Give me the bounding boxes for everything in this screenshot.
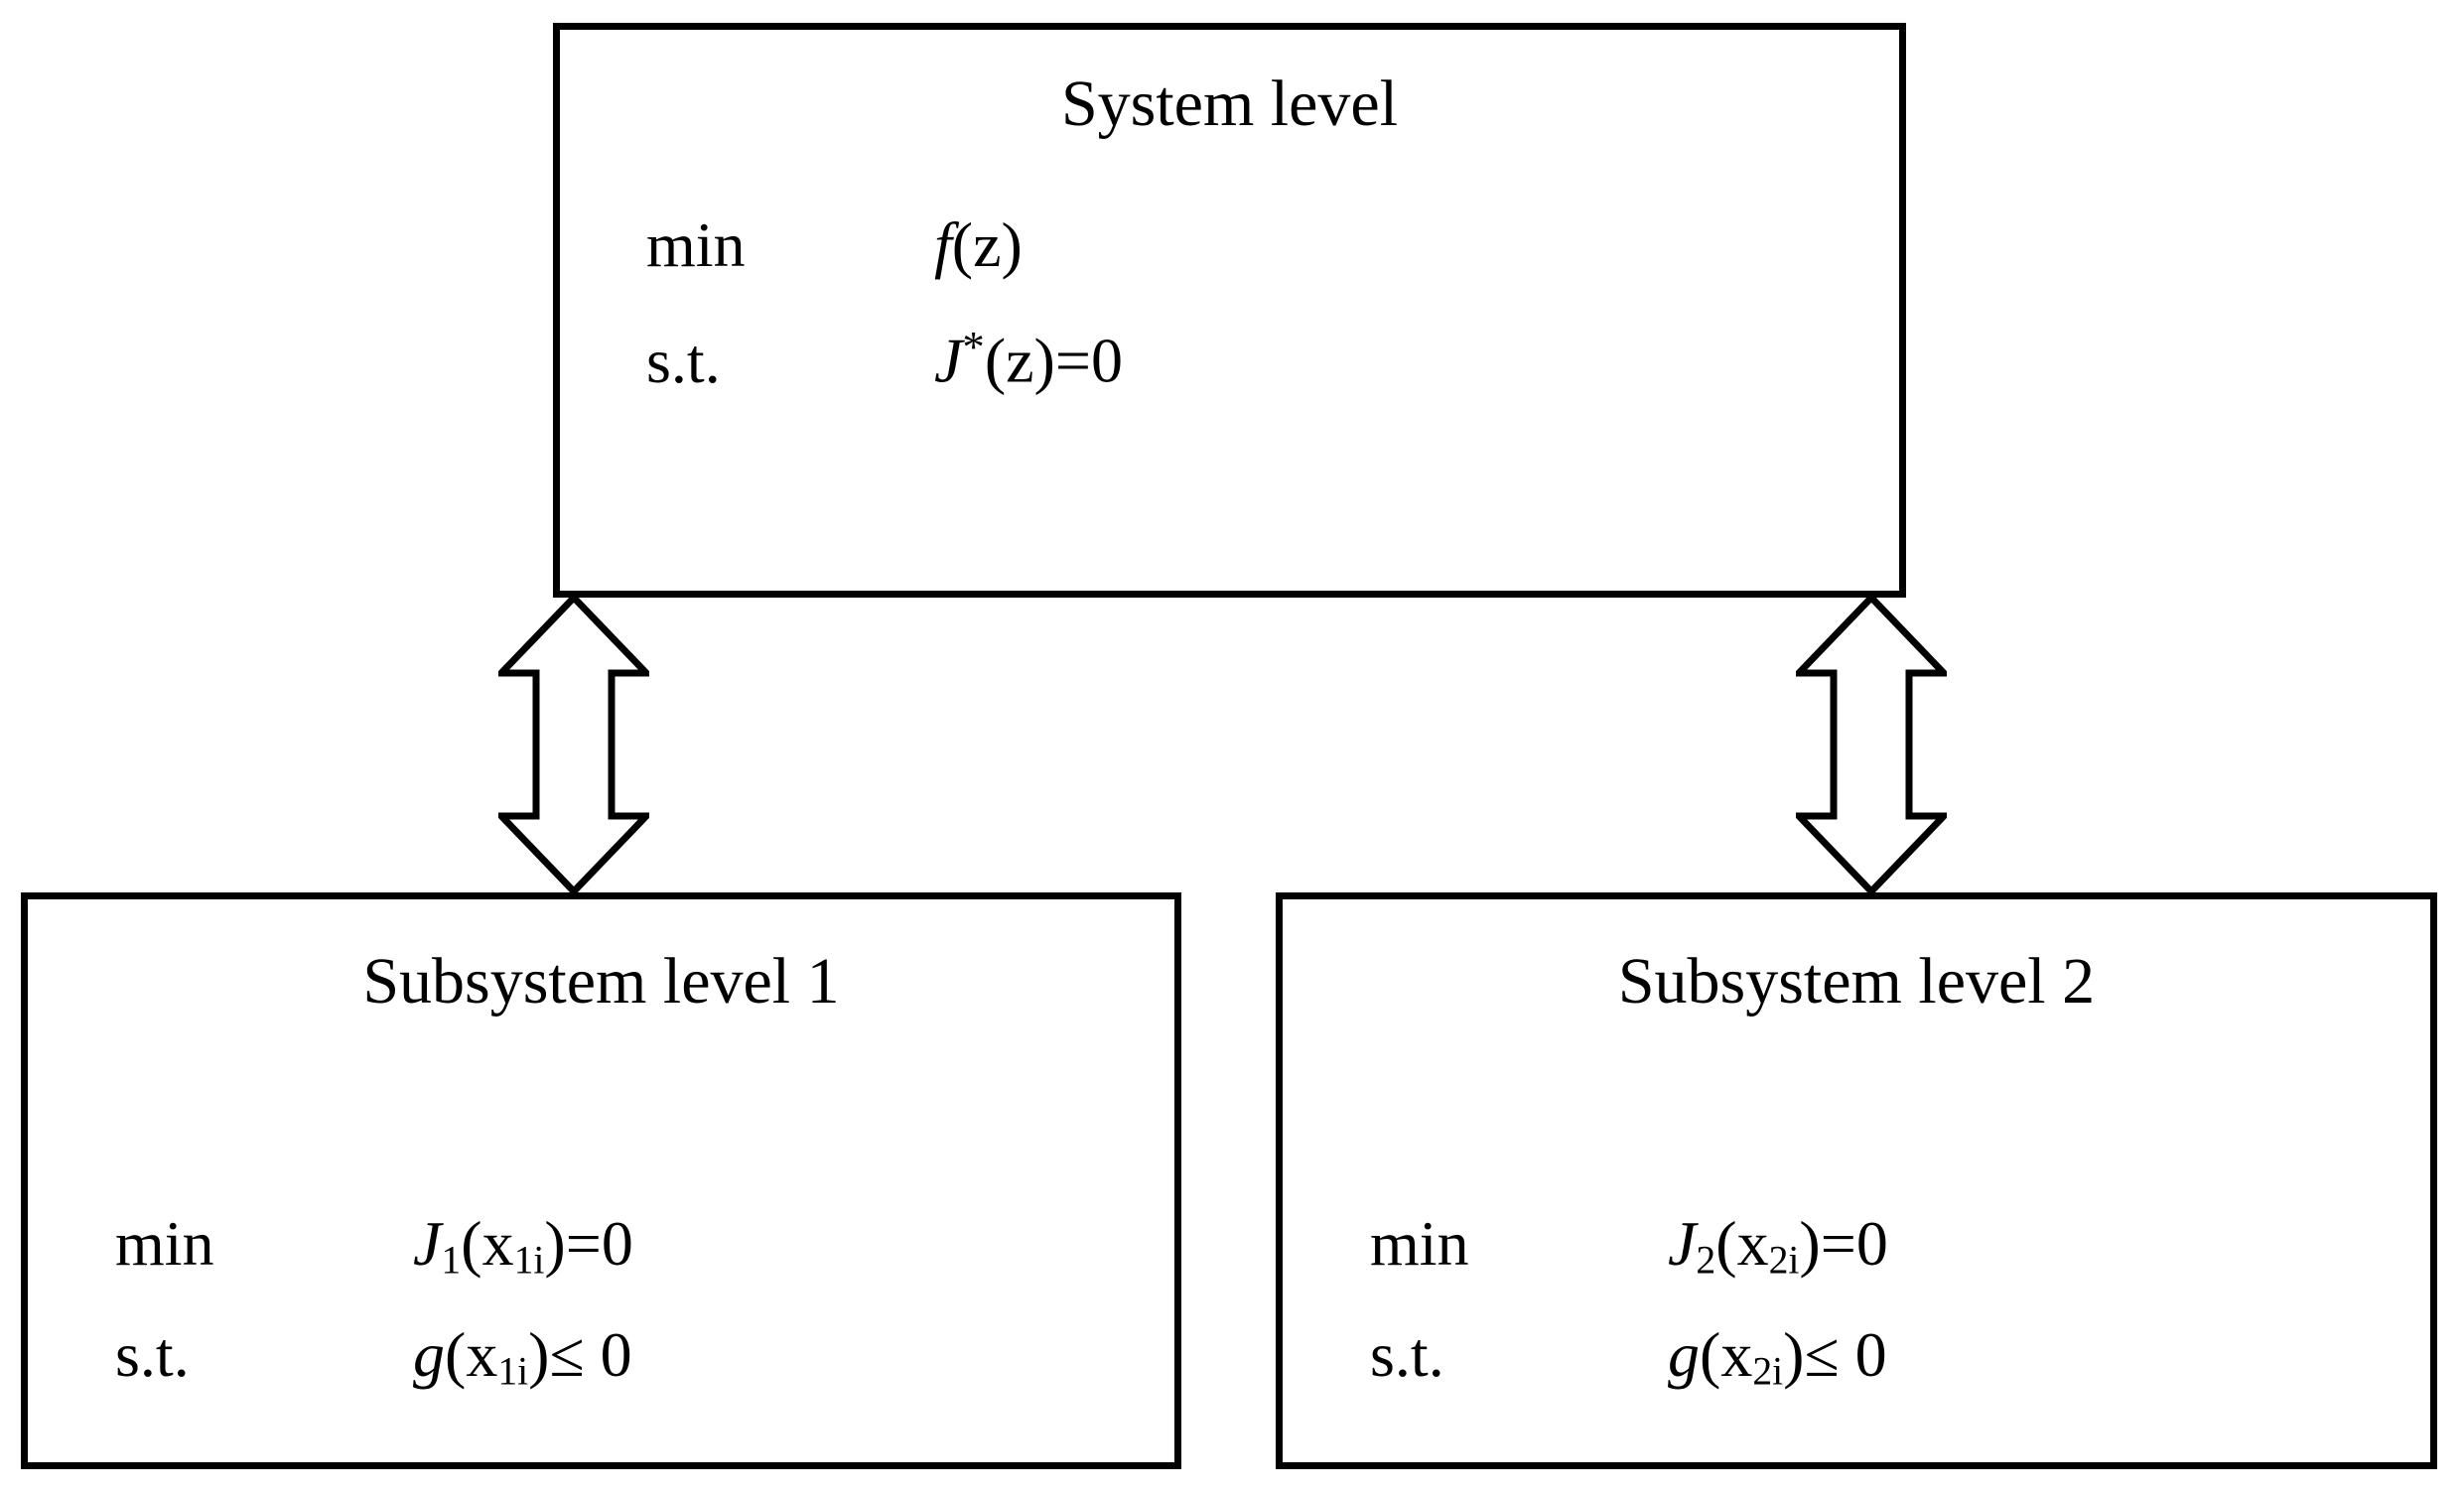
- subsystem-level-1-box: Subsystem level 1 min J1(x1i)=0 s.t. g(x…: [21, 892, 1181, 1469]
- constraint-function-symbol: J: [934, 325, 963, 396]
- subsystem2-constraint-var-subscript: 2i: [1752, 1349, 1784, 1394]
- subsystem1-constraint-expression: g(x1i)≤ 0: [413, 1323, 632, 1392]
- system-st-row: s.t. J*(z)=0: [646, 325, 1123, 436]
- subsystem2-objective-expression: J2(x2i)=0: [1668, 1212, 1888, 1281]
- system-min-label: min: [646, 209, 746, 280]
- subsystem2-min-row: min J2(x2i)=0: [1370, 1212, 1888, 1323]
- subsystem2-constraint-open: (x: [1700, 1319, 1753, 1390]
- constraint-argument: (z)=0: [984, 325, 1123, 396]
- subsystem1-st-row: s.t. g(x1i)≤ 0: [115, 1323, 633, 1434]
- subsystem1-objective-subscript: 1: [441, 1238, 462, 1283]
- subsystem1-min-row: min J1(x1i)=0: [115, 1212, 633, 1323]
- system-constraint-expression: J*(z)=0: [934, 325, 1123, 393]
- subsystem1-min-label: min: [115, 1208, 214, 1279]
- subsystem1-objective-expression: J1(x1i)=0: [413, 1212, 633, 1281]
- subsystem-level-2-equations: min J2(x2i)=0 s.t. g(x2i)≤ 0: [1370, 1212, 1888, 1434]
- subsystem1-constraint-close: )≤ 0: [528, 1319, 632, 1390]
- system-min-row: min f(z): [646, 213, 1123, 325]
- subsystem1-objective-open: (x: [461, 1208, 514, 1279]
- subsystem2-constraint-symbol: g: [1668, 1319, 1700, 1390]
- subsystem2-objective-symbol: J: [1668, 1208, 1697, 1279]
- subsystem2-min-label: min: [1370, 1208, 1469, 1279]
- subsystem2-objective-open: (x: [1715, 1208, 1769, 1279]
- subsystem-level-1-equations: min J1(x1i)=0 s.t. g(x1i)≤ 0: [115, 1212, 633, 1434]
- subsystem2-objective-close: )=0: [1799, 1208, 1888, 1279]
- subsystem2-st-row: s.t. g(x2i)≤ 0: [1370, 1323, 1888, 1434]
- subsystem1-objective-symbol: J: [413, 1208, 442, 1279]
- objective-function-argument: (z): [951, 209, 1023, 280]
- subsystem1-objective-close: )=0: [544, 1208, 633, 1279]
- subsystem1-constraint-open: (x: [445, 1319, 498, 1390]
- subsystem1-objective-var-subscript: 1i: [513, 1238, 545, 1283]
- system-st-label: s.t.: [646, 325, 721, 396]
- subsystem2-constraint-close: )≤ 0: [1783, 1319, 1887, 1390]
- subsystem-level-2-title: Subsystem level 2: [1617, 945, 2096, 1018]
- subsystem-level-1-title: Subsystem level 1: [362, 945, 840, 1018]
- subsystem-level-2-box: Subsystem level 2 min J2(x2i)=0 s.t. g(x…: [1276, 892, 2437, 1469]
- subsystem1-constraint-symbol: g: [413, 1319, 445, 1390]
- double-headed-arrow-icon-right: [1796, 595, 1947, 894]
- subsystem1-st-label: s.t.: [115, 1319, 190, 1390]
- subsystem2-objective-var-subscript: 2i: [1768, 1238, 1800, 1283]
- subsystem2-constraint-expression: g(x2i)≤ 0: [1668, 1323, 1887, 1392]
- system-level-box: System level min f(z) s.t. J*(z)=0: [553, 23, 1906, 598]
- subsystem1-constraint-var-subscript: 1i: [497, 1349, 529, 1394]
- subsystem2-st-label: s.t.: [1370, 1319, 1444, 1390]
- system-level-title: System level: [1060, 68, 1399, 140]
- objective-function-symbol: f: [934, 209, 952, 280]
- system-objective-expression: f(z): [934, 213, 1023, 277]
- subsystem2-objective-subscript: 2: [1696, 1238, 1716, 1283]
- double-headed-arrow-icon-left: [498, 595, 649, 894]
- system-level-equations: min f(z) s.t. J*(z)=0: [646, 213, 1123, 436]
- constraint-superscript: *: [962, 322, 985, 371]
